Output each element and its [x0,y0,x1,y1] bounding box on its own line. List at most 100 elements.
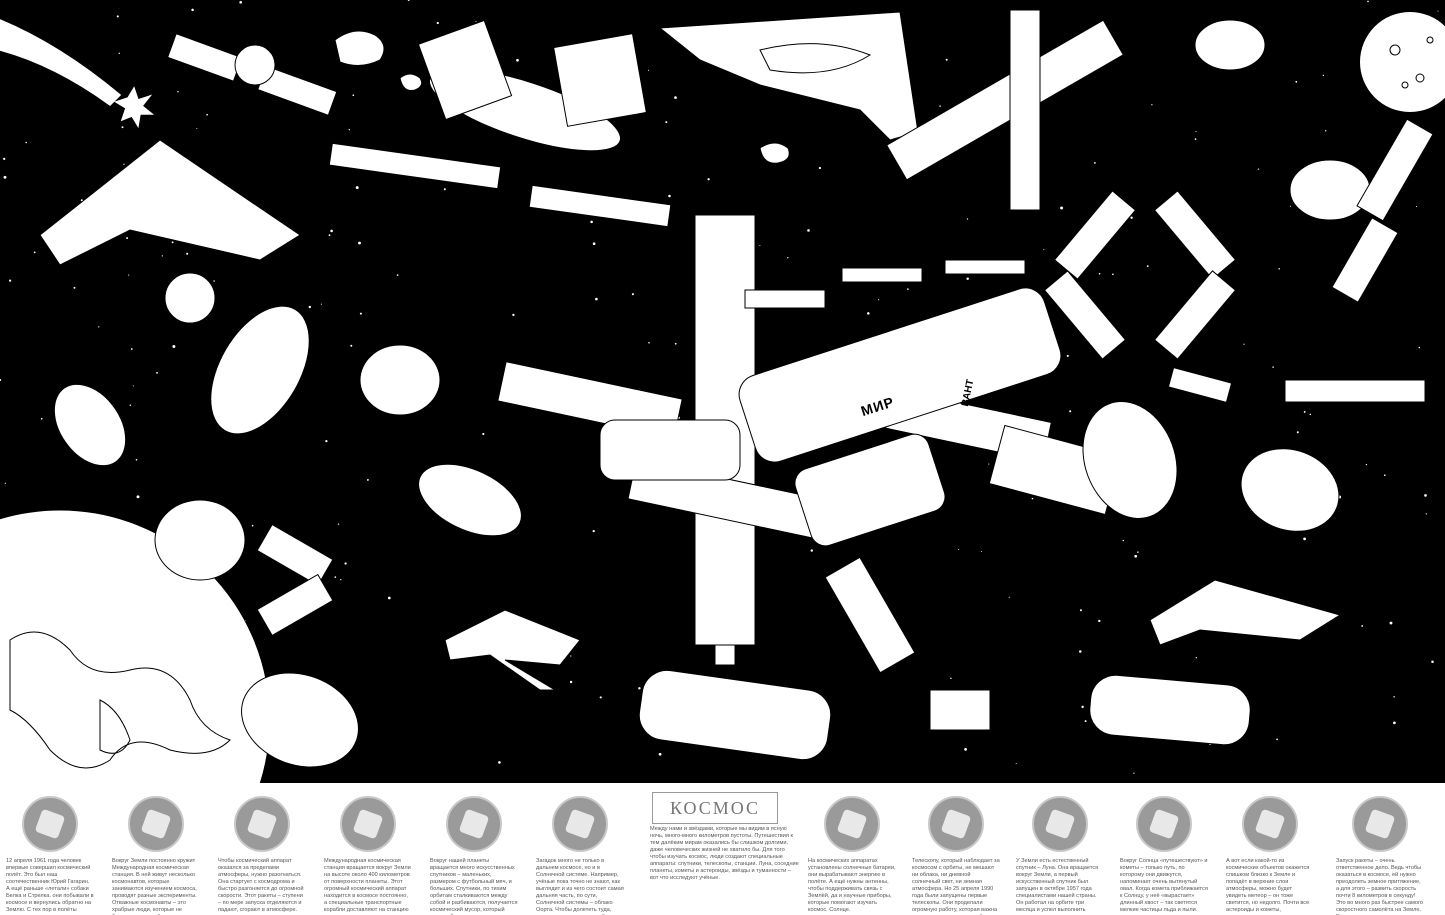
center-text: Между нами и звёздами, которые мы видим … [650,826,799,881]
star [407,0,410,1]
sputnik-icon [14,272,216,571]
shuttle-icon [39,139,1342,691]
star [177,91,179,93]
station-icon [128,796,184,852]
solar-panel-icon [256,118,1434,731]
info-column: Загадок много не только в дальнем космос… [536,796,624,915]
star [396,274,399,276]
station-icon [417,9,1124,211]
star [1134,554,1138,558]
moon-icon [1360,12,1445,112]
satellite-icon [167,33,1426,404]
star [308,305,311,309]
star [213,280,215,282]
star [665,121,668,124]
star [964,748,967,751]
star [348,129,350,131]
star [570,655,572,657]
star [1367,0,1369,3]
star [1015,763,1017,765]
star [1098,619,1101,623]
star [498,761,501,764]
star [443,188,446,191]
star [1257,168,1260,170]
column-text: Вокруг Земли постоянно кружит Международ… [112,858,197,915]
star [1295,80,1298,83]
star [907,288,909,290]
info-column: Запуск ракеты – очень ответственное дело… [1336,796,1424,915]
comet-icon [1136,796,1192,852]
star [132,385,134,387]
star [366,478,369,481]
star [958,548,960,551]
star [1303,410,1306,413]
column-text: А вот если какой-то из космических объек… [1226,858,1310,915]
star [1081,705,1084,709]
star [340,578,342,581]
column-text: Международная космическая станция вращае… [324,858,411,915]
column-text: Вокруг Солнца «путешествуют» и кометы – … [1120,858,1208,913]
asteroid-icon [1242,796,1298,852]
star [818,166,821,170]
star [1122,539,1125,542]
star [1276,738,1278,741]
star [807,229,810,232]
star [25,141,27,144]
star [1309,413,1312,416]
star [325,439,328,443]
info-column: Чтобы космический аппарат оказался за пр… [218,796,306,914]
capsule-icon [552,796,608,852]
star [592,529,595,533]
star [156,371,158,374]
star [1137,551,1139,553]
page-title: КОСМОС [669,797,760,818]
star [337,523,340,525]
star [358,241,361,245]
star [350,344,353,347]
star [1151,104,1153,106]
asteroid-icon [334,30,790,164]
star [1437,10,1439,12]
star [1066,354,1069,357]
star [239,0,243,4]
star [1079,609,1082,612]
column-text: Вокруг нашей планеты вращается много иск… [430,858,518,915]
info-column: 12 апреля 1961 года человек впервые сове… [6,796,94,915]
star [1303,537,1306,541]
star [1415,205,1418,208]
star [0,379,2,381]
star [1060,206,1064,210]
star [328,234,331,237]
star [658,752,662,756]
star [595,297,598,301]
star [33,251,36,254]
star [1325,130,1327,132]
star [1389,621,1393,625]
star [631,293,634,296]
star [1393,721,1396,725]
mir-station [497,214,1122,666]
star [950,677,952,680]
star [1146,265,1149,267]
star [98,326,100,328]
star [1431,660,1434,663]
star [647,69,650,71]
star [1084,720,1087,723]
star [130,348,133,350]
star [1008,596,1010,598]
star [73,286,76,289]
star [638,687,641,690]
star [1195,131,1197,133]
star [1069,410,1072,413]
info-column: А вот если какой-то из космических объек… [1226,796,1314,915]
info-column: Вокруг Солнца «путешествуют» и кометы – … [1120,796,1208,914]
star [475,20,477,23]
star [3,175,7,179]
star [1361,625,1364,627]
star [1194,138,1197,140]
star [1130,216,1133,219]
star [516,58,519,62]
info-column: Вокруг нашей планеты вращается много иск… [430,796,518,915]
title-frame: КОСМОС [652,792,778,824]
